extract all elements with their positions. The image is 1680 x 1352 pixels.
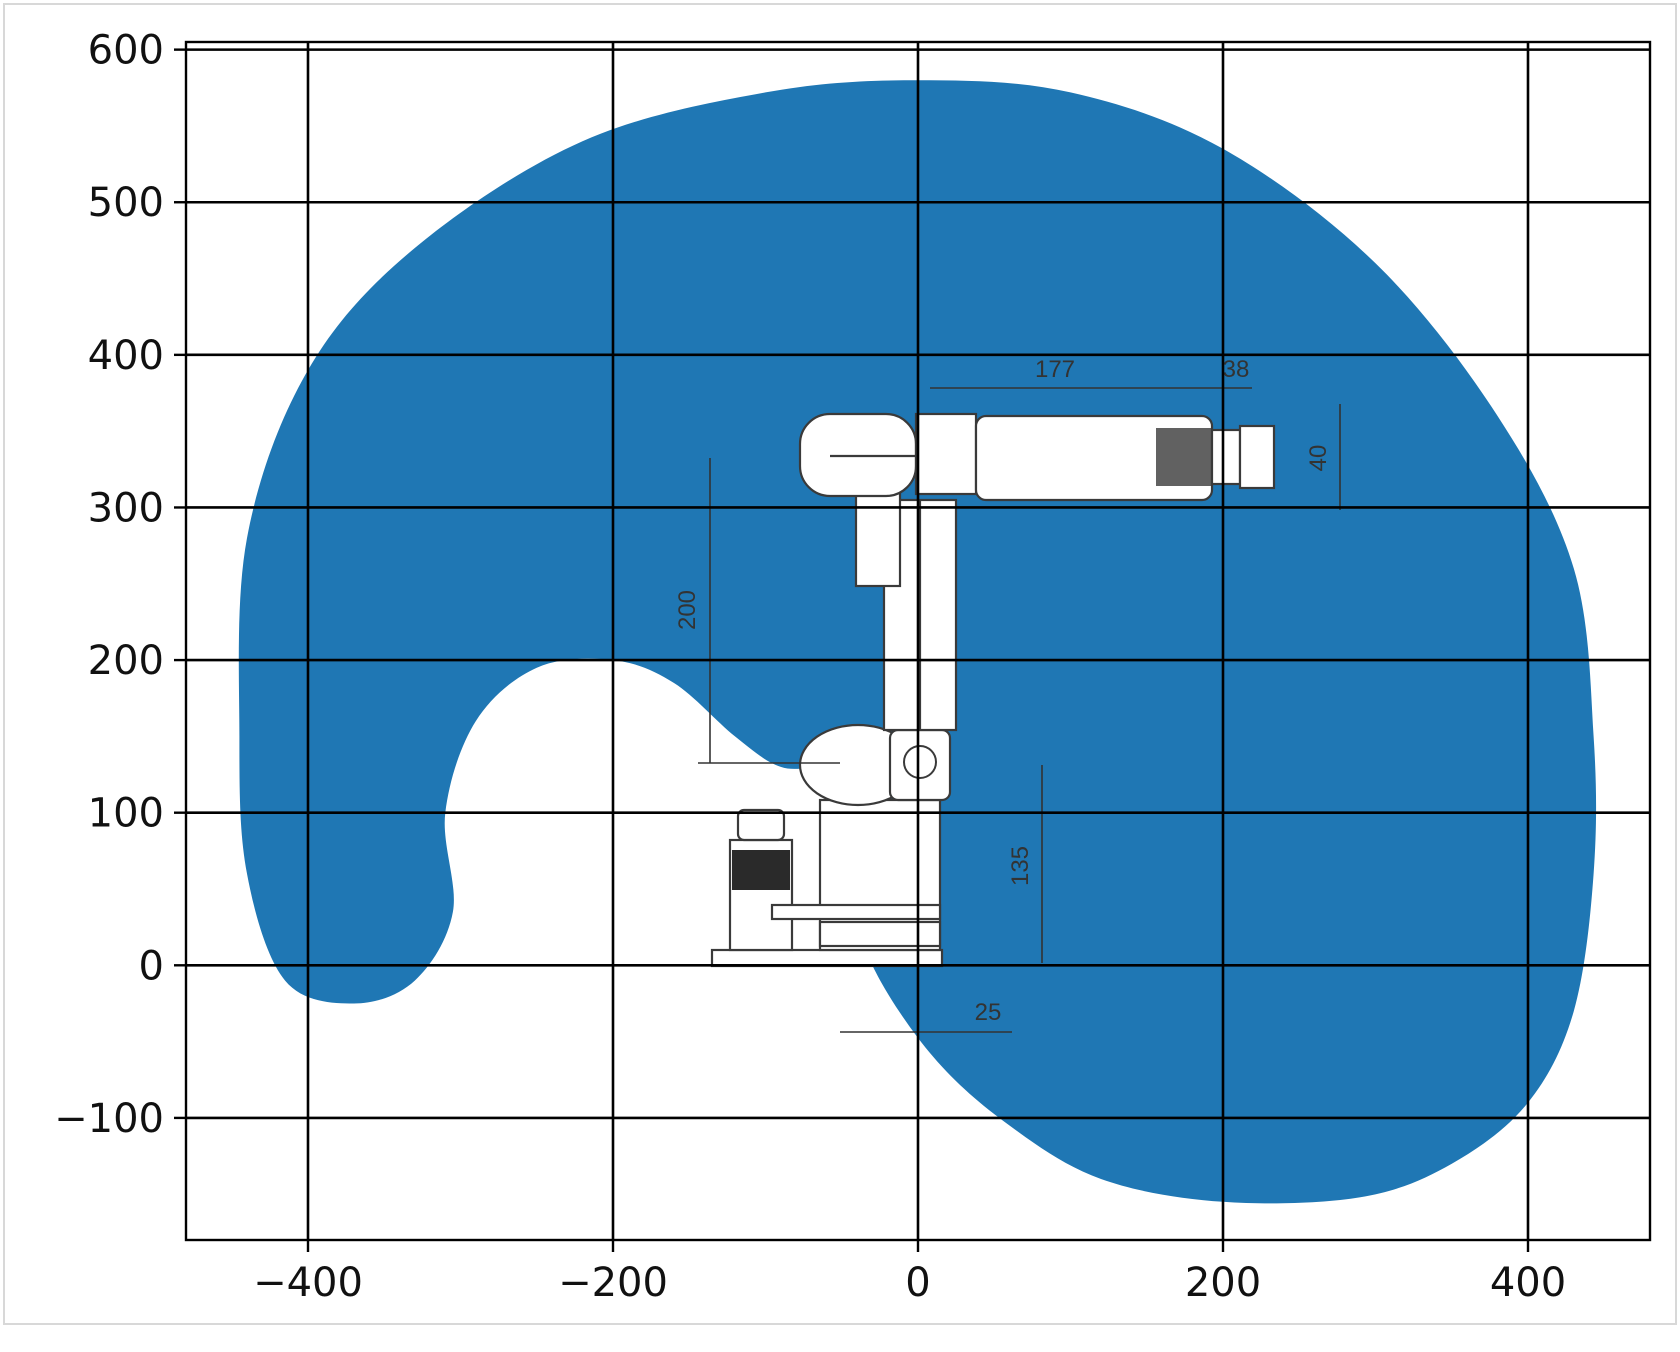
robot-wrist-motor: [1156, 428, 1212, 486]
x-tick-label: −400: [253, 1260, 363, 1306]
y-tick-label: 100: [88, 791, 164, 837]
robot-base-block: [818, 920, 942, 948]
x-tick-label: −200: [558, 1260, 668, 1306]
robot-elbow-link: [914, 412, 978, 496]
dim-label-135: 135: [1007, 846, 1034, 886]
figure-border: [3, 3, 1677, 1325]
x-tick-label: 200: [1185, 1260, 1261, 1306]
axis-ticks: −400 −200 0 200 400 −100 0 100 200 300 400 500 600: [54, 28, 1566, 1306]
y-tick-label: 500: [88, 180, 164, 226]
y-tick-label: 600: [88, 28, 164, 74]
robot-wrist: [1210, 428, 1242, 486]
grid-lines: [186, 42, 1650, 1240]
robot-end-effector: [1238, 424, 1276, 490]
robot-elbow-bracket: [854, 478, 902, 588]
robot-base-plate: [710, 948, 944, 968]
dim-label-38: 38: [1223, 356, 1250, 383]
y-tick-label: 200: [88, 638, 164, 684]
y-tick-label: 0: [139, 943, 164, 989]
y-tick-label: 400: [88, 333, 164, 379]
robot-shoulder-gear: [903, 745, 937, 779]
robot-arm-overlay: 177 38 40 200 135 25: [674, 356, 1341, 1033]
y-tick-label: 300: [88, 485, 164, 531]
dim-label-177: 177: [1035, 356, 1075, 383]
x-tick-label: 0: [905, 1260, 930, 1306]
dim-label-200: 200: [674, 590, 701, 630]
y-tick-label: −100: [54, 1096, 164, 1142]
robot-motor-cap: [736, 808, 786, 842]
robot-slide: [770, 903, 942, 921]
dim-label-25: 25: [975, 999, 1002, 1026]
x-tick-label: 400: [1490, 1260, 1566, 1306]
dim-label-40: 40: [1305, 445, 1332, 472]
robot-motor-band: [732, 850, 790, 890]
